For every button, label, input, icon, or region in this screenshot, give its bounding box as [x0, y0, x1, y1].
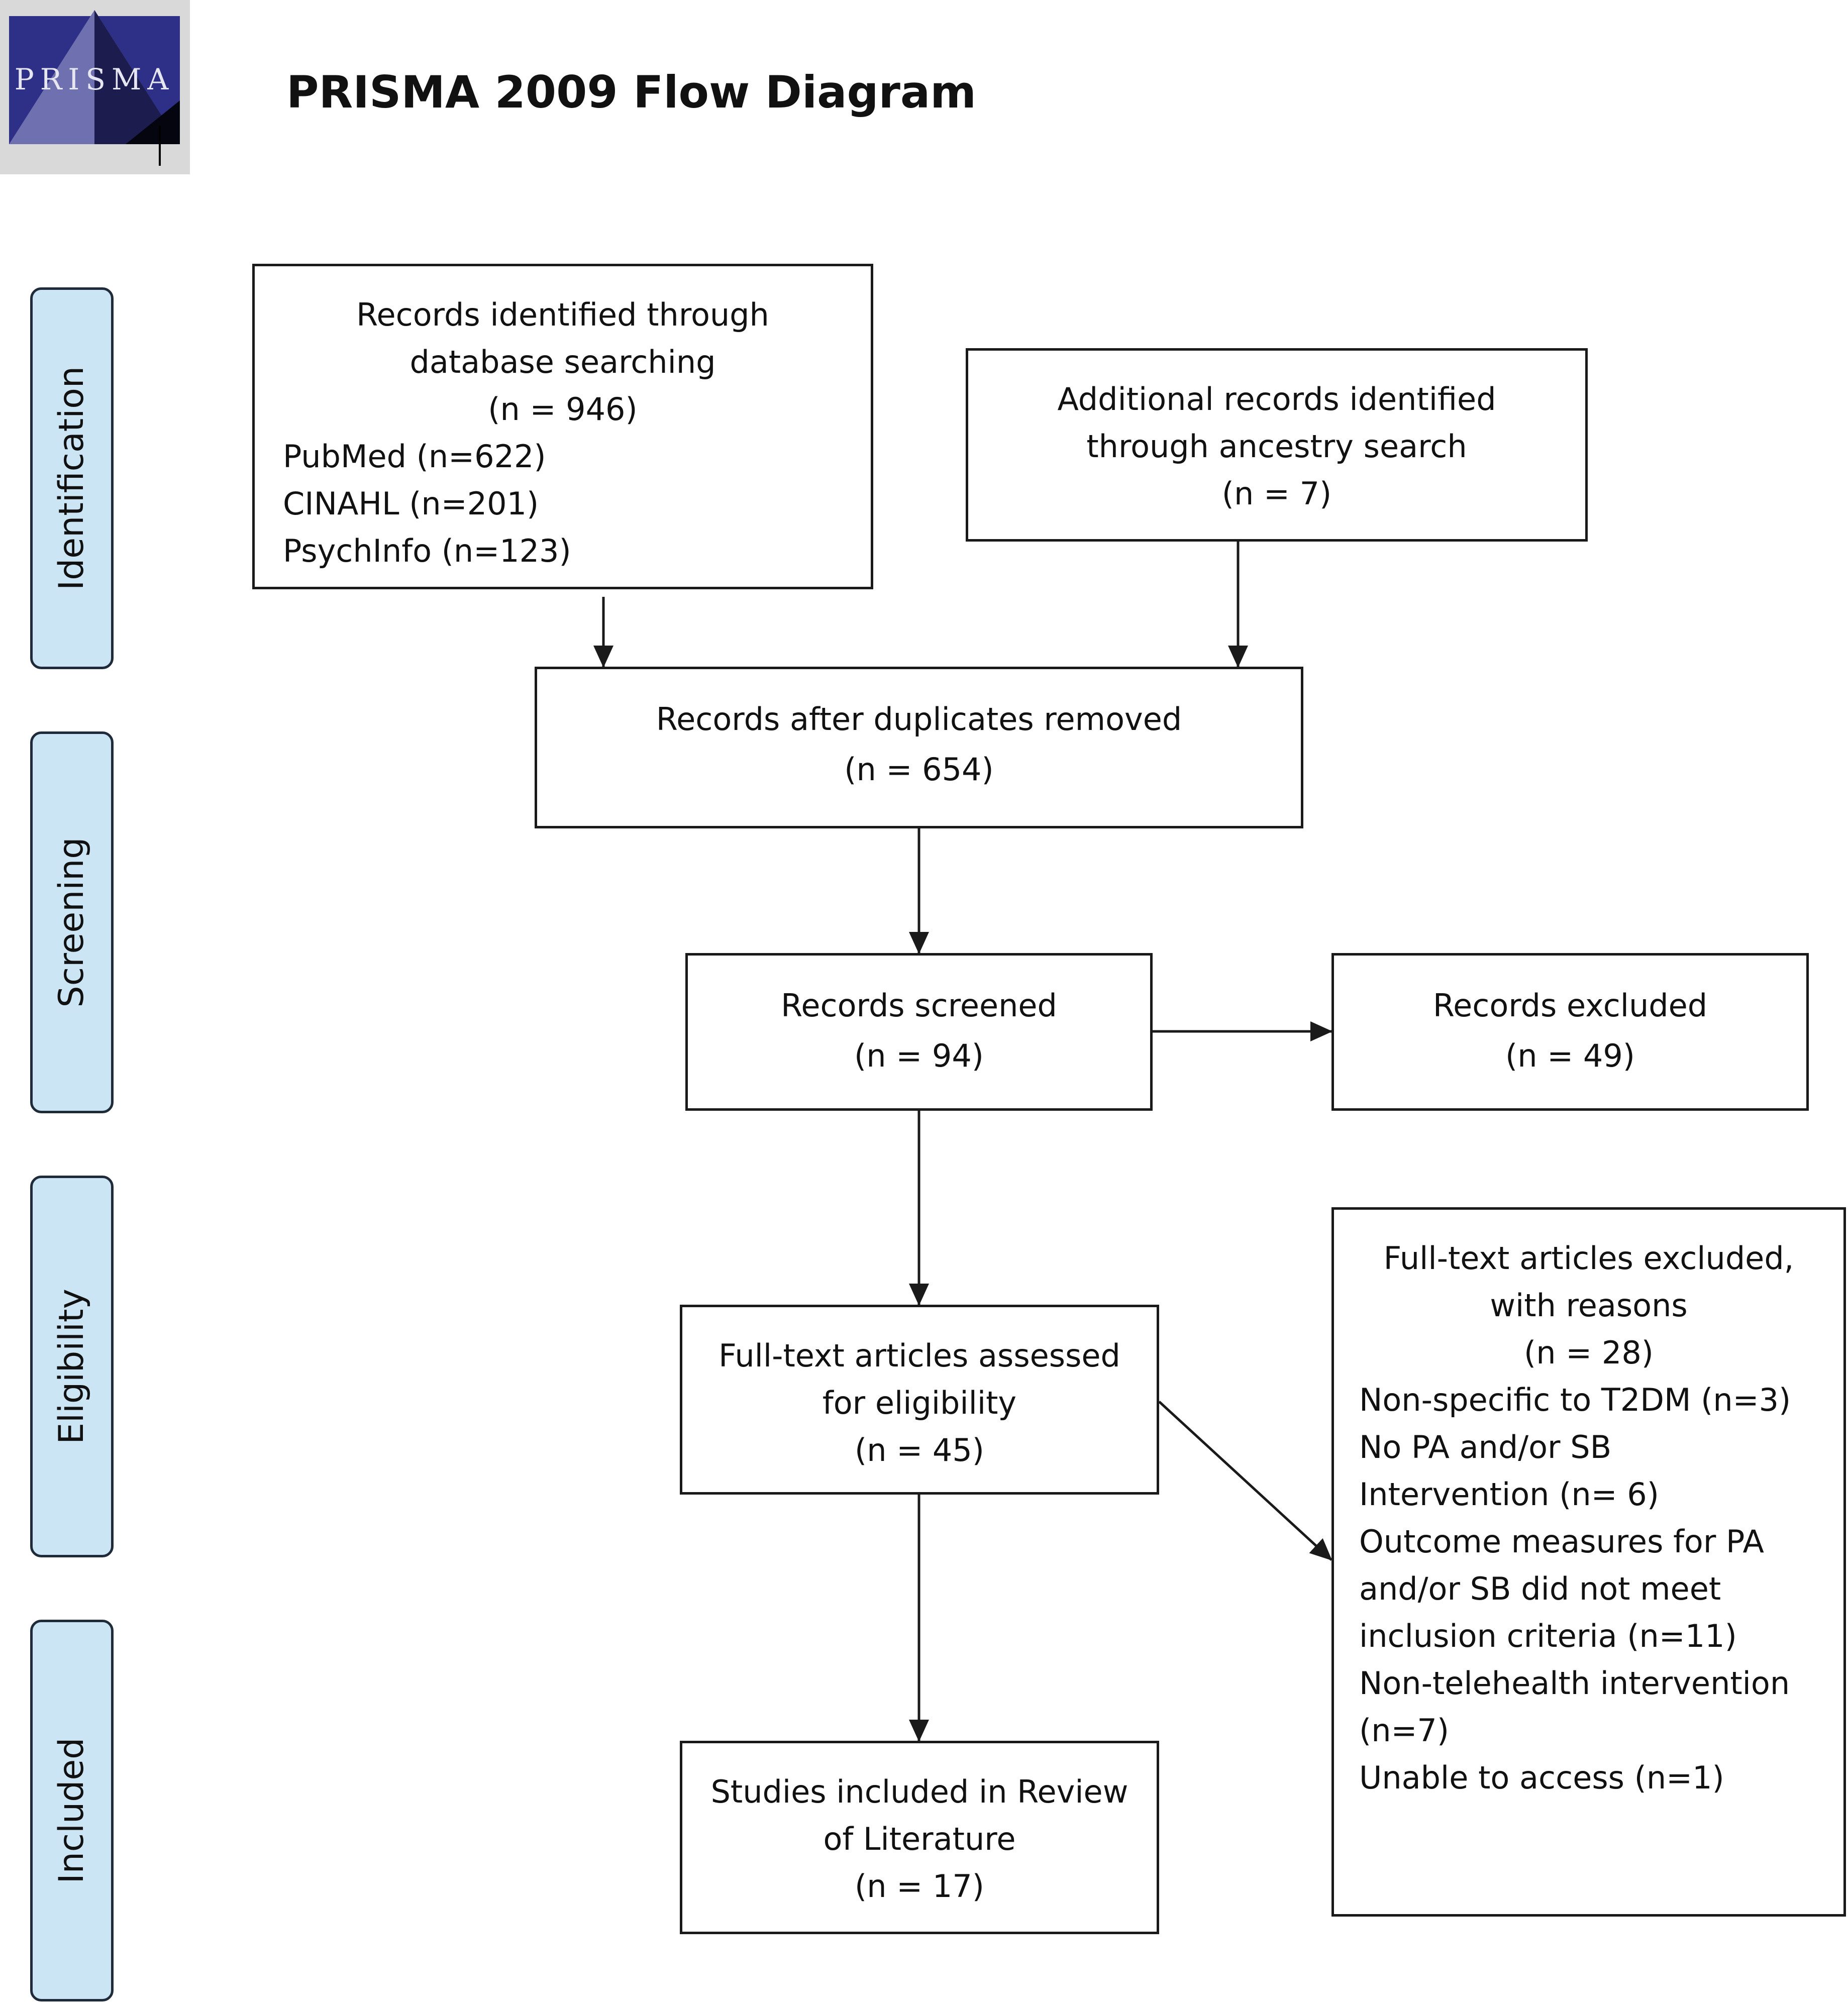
- box-fulltext-assessed: Full-text articles assessed for eligibil…: [680, 1305, 1159, 1495]
- reason-line: No PA and/or SB: [1359, 1429, 1612, 1465]
- reason-line: (n=7): [1359, 1712, 1450, 1749]
- source-line: CINAHL (n=201): [283, 485, 539, 522]
- box-line: Records after duplicates removed: [656, 701, 1182, 737]
- box-line: (n = 946): [488, 391, 638, 428]
- box-line: of Literature: [823, 1821, 1016, 1857]
- reason-line: Unable to access (n=1): [1359, 1759, 1724, 1796]
- box-line: (n = 7): [1221, 475, 1332, 512]
- stage-identification: Identification: [30, 287, 114, 669]
- box-studies-included: Studies included in Review of Literature…: [680, 1741, 1159, 1934]
- box-line: (n = 45): [855, 1432, 984, 1468]
- reason-line: Non-specific to T2DM (n=3): [1359, 1382, 1791, 1418]
- box-records-excluded: Records excluded (n = 49): [1331, 953, 1809, 1111]
- box-database-search: Records identified through database sear…: [252, 264, 873, 589]
- box-line: (n = 94): [854, 1037, 984, 1074]
- box-line: Additional records identified: [1057, 381, 1496, 417]
- stage-included: Included: [30, 1620, 114, 2001]
- box-additional-records: Additional records identified through an…: [966, 348, 1588, 542]
- box-duplicates-removed: Records after duplicates removed (n = 65…: [535, 667, 1303, 828]
- reason-line: and/or SB did not meet: [1359, 1570, 1721, 1607]
- box-line: (n = 654): [844, 751, 994, 788]
- reason-line: Non-telehealth intervention: [1359, 1665, 1790, 1702]
- stage-screening: Screening: [30, 731, 114, 1113]
- logo-text: PRISMA: [15, 62, 175, 96]
- reason-line: Intervention (n= 6): [1359, 1476, 1659, 1513]
- box-line: Records identified through: [356, 296, 769, 333]
- box-records-screened: Records screened (n = 94): [685, 953, 1153, 1111]
- arrow-fulltext-to-excluded: [1158, 1401, 1332, 1561]
- stage-eligibility: Eligibility: [30, 1176, 114, 1557]
- box-line: Records excluded: [1432, 987, 1708, 1024]
- box-line: (n = 17): [855, 1868, 984, 1905]
- page-title: PRISMA 2009 Flow Diagram: [286, 66, 976, 118]
- box-line: database searching: [409, 344, 716, 380]
- box-fulltext-excluded: Full-text articles excluded, with reason…: [1331, 1207, 1846, 1917]
- box-line: Studies included in Review: [710, 1773, 1128, 1810]
- source-line: PsychInfo (n=123): [283, 533, 571, 569]
- box-line: (n = 49): [1505, 1037, 1635, 1074]
- box-line: Records screened: [781, 987, 1057, 1024]
- source-line: PubMed (n=622): [283, 438, 546, 475]
- prisma-logo: PRISMA: [0, 0, 190, 174]
- box-line: Full-text articles excluded,: [1383, 1240, 1794, 1277]
- box-line: (n = 28): [1524, 1334, 1654, 1371]
- box-line: Full-text articles assessed: [718, 1337, 1120, 1374]
- reason-line: inclusion criteria (n=11): [1359, 1618, 1737, 1654]
- box-line: with reasons: [1490, 1287, 1688, 1324]
- box-line: through ancestry search: [1086, 428, 1467, 465]
- box-line: for eligibility: [822, 1385, 1017, 1421]
- reason-line: Outcome measures for PA: [1359, 1523, 1764, 1560]
